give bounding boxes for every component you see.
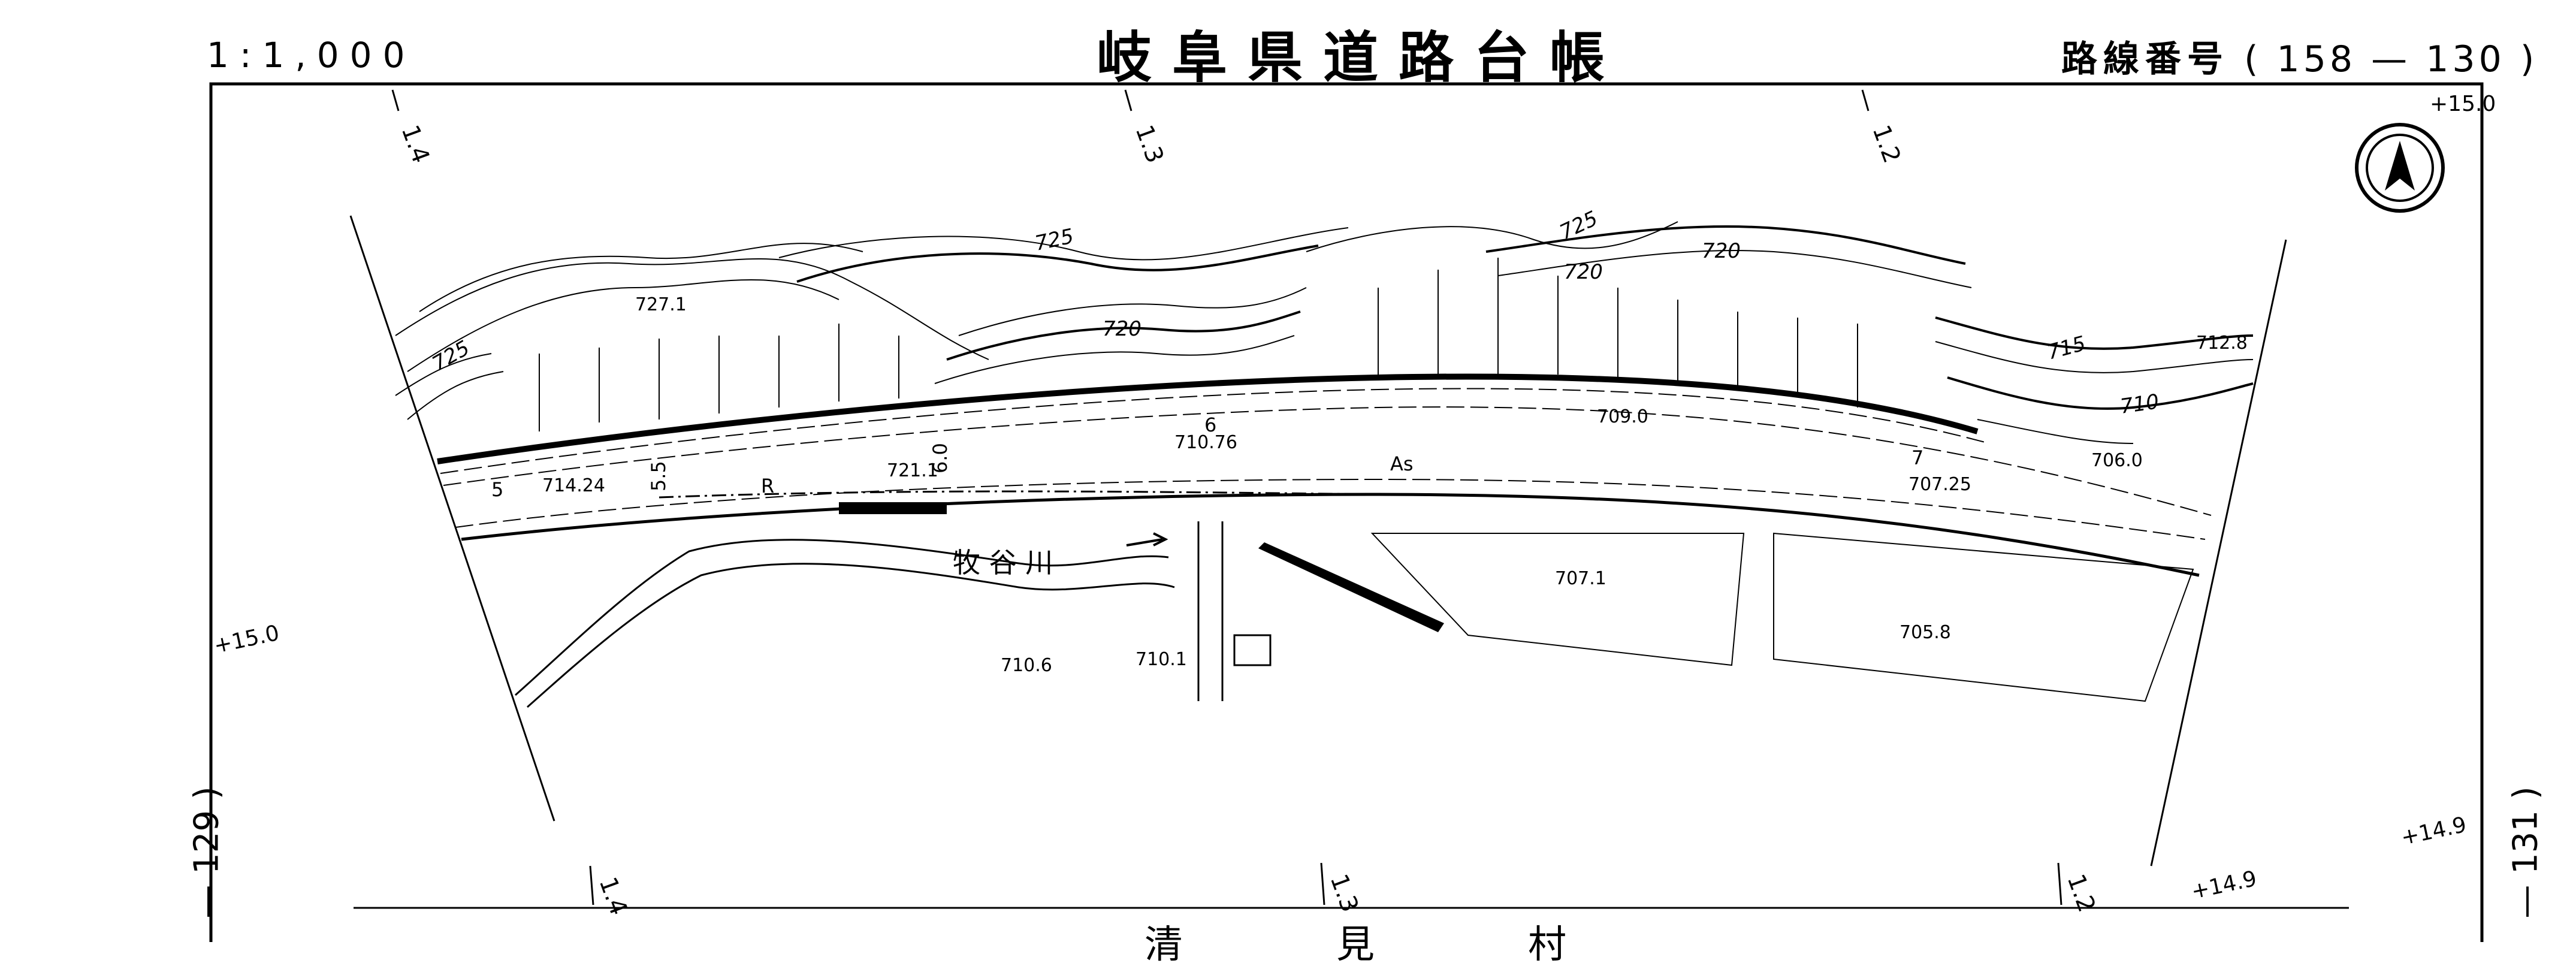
- road-width-label: 5.5: [647, 461, 670, 491]
- elevation-label: 707.25: [1908, 474, 1971, 495]
- slope-hatching: [539, 258, 1858, 431]
- route-label: 路線番号: [2061, 38, 2229, 80]
- route-number: 路線番号 ( 158 — 130 ): [2061, 30, 2538, 82]
- coord-left: +15.0: [212, 621, 281, 659]
- elevation-label: 714.24: [542, 475, 605, 496]
- river-marker-label: R: [761, 475, 774, 497]
- coord-bottom-right: +14.9: [2189, 867, 2258, 904]
- village-char: 清: [1144, 923, 1183, 967]
- contour-label: 725: [1033, 224, 1076, 256]
- road-width-label: 7: [1911, 446, 1923, 469]
- chainage-ticks-bottom: [589, 862, 2062, 905]
- elevation-label: 705.8: [1899, 622, 1951, 643]
- elevation-label: 710.6: [1001, 655, 1052, 676]
- elevation-label: 727.1: [635, 294, 687, 315]
- elevation-label: 710.1: [1136, 649, 1187, 670]
- river-name: 牧 谷 川: [953, 547, 1053, 579]
- village-name: 清見村: [1144, 914, 1720, 969]
- road-edges: [437, 373, 2212, 577]
- river-banks: [515, 539, 1175, 708]
- route-number-value: ( 158 — 130 ): [2244, 38, 2538, 80]
- elevation-label: 709.0: [1597, 406, 1648, 427]
- chainage-ticks-top: [391, 89, 1870, 111]
- road-width-label: 6.0: [929, 443, 952, 473]
- page-title: 岐阜県道路台帳: [1097, 26, 1626, 90]
- map-scale: 1:1,000: [207, 35, 416, 76]
- elevation-label: 706.0: [2091, 450, 2143, 471]
- chainage-bottom-1: 1.4: [594, 874, 633, 919]
- chainage-bottom-2: 1.3: [1325, 871, 1364, 916]
- coord-right-lower: +14.9: [2399, 813, 2468, 850]
- contour-label: 720: [1702, 239, 1741, 263]
- contour-label: 720: [1564, 260, 1603, 284]
- contour-label: 725: [428, 336, 474, 376]
- elevation-label: 712.8: [2196, 333, 2248, 354]
- previous-sheet-ref: — 129 ): [187, 786, 227, 919]
- chainage-top-2: 1.3: [1130, 122, 1169, 167]
- river-flow-arrow: [1126, 532, 1168, 547]
- road-width-label: 6: [1204, 413, 1216, 436]
- chainage-bottom-3: 1.2: [2062, 871, 2101, 916]
- road-width-label: 5: [491, 478, 503, 501]
- contour-label: 720: [1103, 317, 1141, 341]
- map-sector-outline: [349, 215, 2287, 867]
- contour-label: 715: [2045, 331, 2088, 364]
- village-char: 見: [1336, 923, 1375, 967]
- chainage-top-3: 1.2: [1867, 122, 1906, 167]
- map-drawing: 1.4 1.3 1.2 1.4 1.3 1.2 +15.0 +15.0 +14.…: [209, 82, 2496, 942]
- next-sheet-ref: — 131 ): [2506, 786, 2545, 919]
- contour-lines: [395, 221, 2254, 444]
- coord-top-right: +15.0: [2430, 92, 2496, 116]
- north-arrow-icon: [2355, 123, 2445, 213]
- chainage-top-1: 1.4: [396, 122, 435, 167]
- field-boundaries: [1370, 532, 2194, 702]
- village-char: 村: [1528, 923, 1566, 967]
- elevation-label: 707.1: [1555, 568, 1606, 589]
- contour-label: 710: [2119, 390, 2161, 419]
- retaining-walls: [839, 502, 1444, 632]
- road-ledger-sheet: 1.4 1.3 1.2 1.4 1.3 1.2 +15.0 +15.0 +14.…: [187, 26, 2545, 967]
- bridge: [1197, 521, 1272, 701]
- elevation-label: 710.76: [1174, 432, 1237, 453]
- road-surface-label: As: [1390, 452, 1414, 475]
- elevation-label: 721.1: [887, 460, 938, 481]
- map-frame: [209, 82, 2484, 942]
